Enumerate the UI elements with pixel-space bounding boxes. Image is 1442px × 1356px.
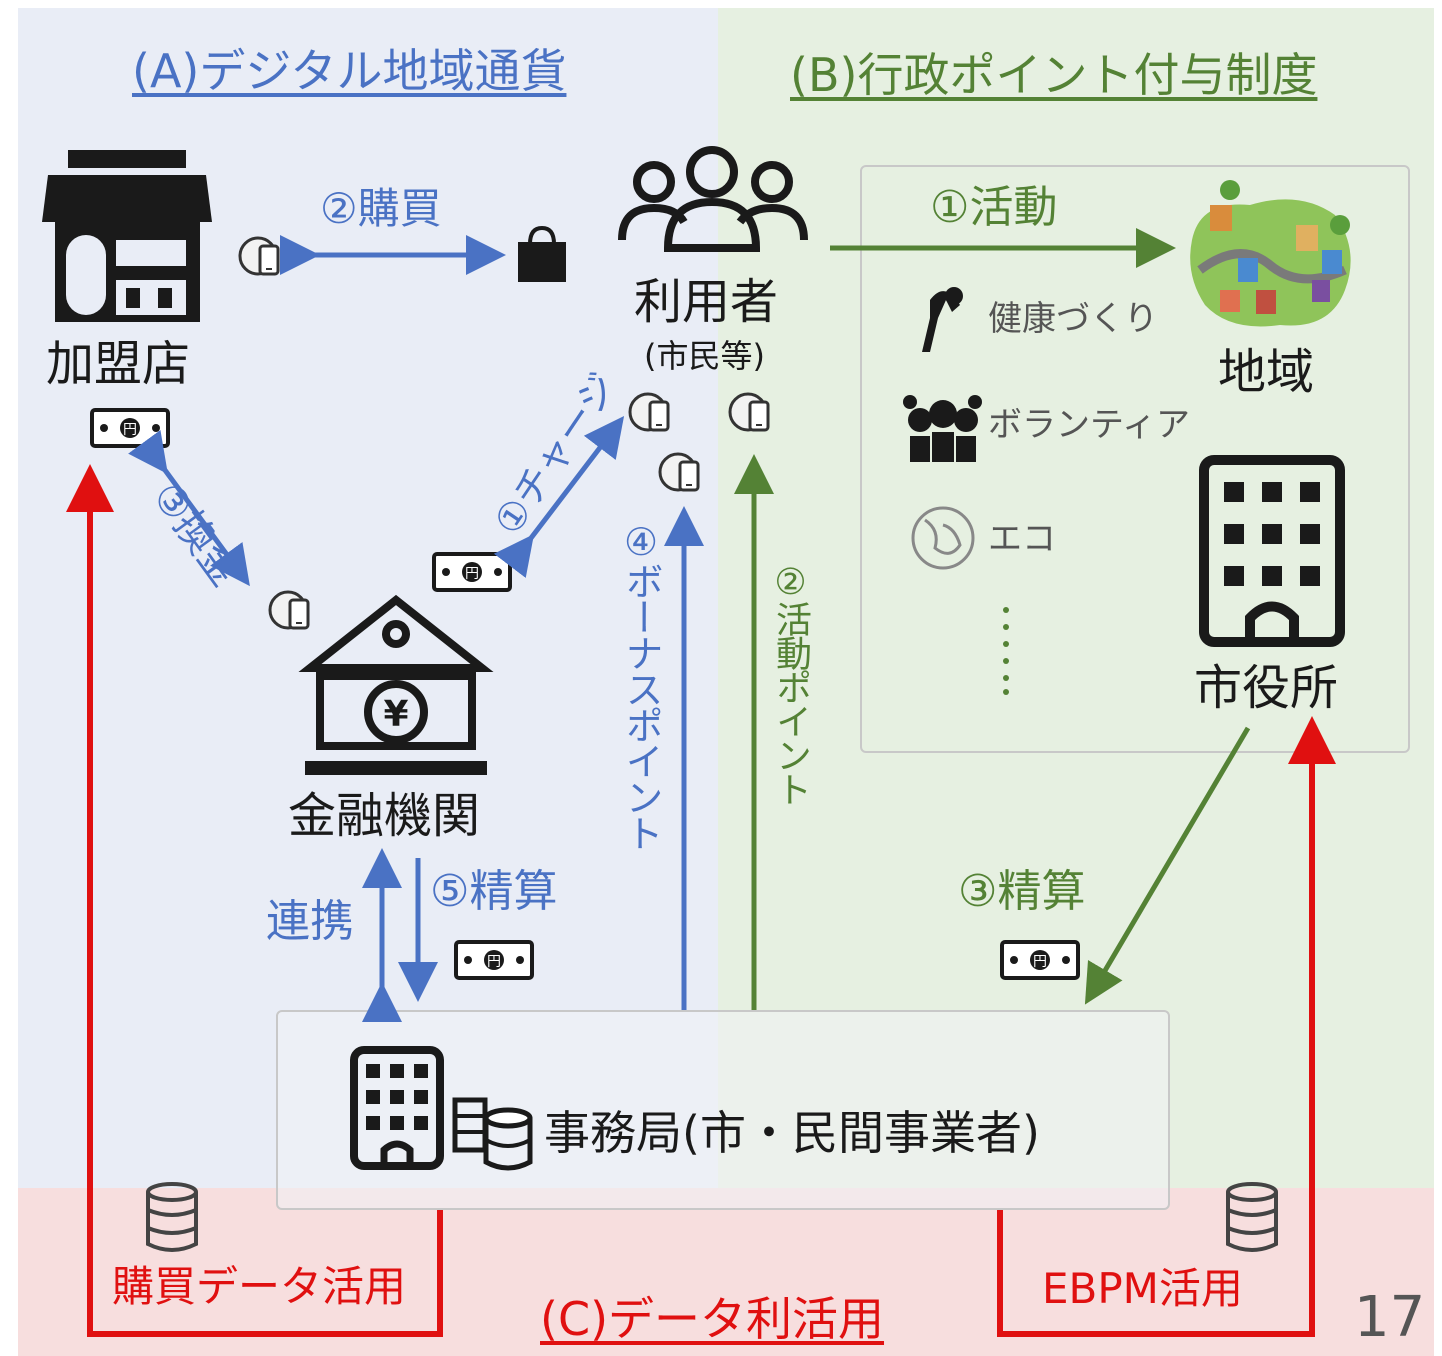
- database-icon-left: [146, 1182, 198, 1252]
- purchase-label: ②購買: [320, 184, 442, 233]
- svg-text:¥: ¥: [383, 694, 408, 735]
- activity-point-label: ②活動ポイント: [770, 562, 811, 805]
- secretariat-label: 事務局(市・民間事業者): [544, 1106, 1040, 1160]
- ebpm-label: EBPM活用: [1042, 1264, 1243, 1313]
- bill-icon-store: [90, 408, 170, 448]
- charge-arrow: [493, 416, 625, 578]
- volunteer-icon: [903, 395, 982, 462]
- coin-icon-user-2: [728, 392, 770, 432]
- users-label: 利用者: [634, 274, 779, 330]
- store-icon: [42, 150, 212, 322]
- users-sublabel: (市民等): [644, 337, 765, 375]
- shopping-bag-icon: [518, 225, 566, 282]
- settle-city-label: ③精算: [958, 866, 1086, 917]
- exchange-arrow: [128, 429, 250, 587]
- activity-item-eco: エコ: [988, 519, 1056, 559]
- region-map-icon: [1190, 180, 1351, 327]
- ellipsis-dots: [1003, 607, 1009, 695]
- database-icon-right: [1226, 1182, 1278, 1252]
- section-c-title: (C)データ利活用: [540, 1292, 885, 1346]
- server-database-icon: [452, 1097, 533, 1171]
- bill-icon-settle-bank: [454, 940, 534, 980]
- activity-box: [860, 165, 1410, 753]
- activity-item-health: 健康づくり: [988, 299, 1158, 339]
- region-label: 地域: [1218, 344, 1315, 400]
- purchase-data-label: 購買データ活用: [112, 1262, 407, 1311]
- users-icon: [618, 146, 808, 252]
- bill-icon-settle-city: [1000, 940, 1080, 980]
- secretariat-box: [276, 1010, 1170, 1210]
- region-c-background: [18, 1188, 1434, 1356]
- coin-icon-purchase: [238, 236, 280, 276]
- health-icon: [922, 287, 963, 352]
- bank-icon: ¥: [298, 594, 494, 775]
- bill-icon-charge: [432, 552, 512, 592]
- activity-item-volunteer: ボランティア: [988, 405, 1190, 445]
- bonus-label: ④ボーナスポイント: [619, 520, 663, 850]
- store-label: 加盟店: [46, 336, 191, 392]
- city-hall-label: 市役所: [1194, 660, 1339, 716]
- city-hall-icon: [1199, 455, 1345, 647]
- bank-label: 金融機関: [288, 788, 481, 844]
- section-b-title: (B)行政ポイント付与制度: [790, 48, 1318, 102]
- settle-city-arrow: [1084, 726, 1251, 1005]
- coin-icon-user-3: [658, 452, 700, 492]
- link-label: 連携: [266, 896, 354, 947]
- coin-icon-user-1: [628, 392, 670, 432]
- ebpm-arrow: [997, 716, 1336, 1337]
- page-number: 17: [1354, 1285, 1426, 1350]
- settle-bank-label: ⑤精算: [430, 866, 558, 917]
- secretariat-building-icon: [350, 1046, 444, 1170]
- eco-icon: [911, 506, 975, 570]
- purchase-data-arrow: [66, 464, 443, 1337]
- section-a-title: (A)デジタル地域通貨: [132, 44, 567, 98]
- coin-icon-bank: [268, 590, 310, 630]
- activity-label: ①活動: [930, 182, 1058, 233]
